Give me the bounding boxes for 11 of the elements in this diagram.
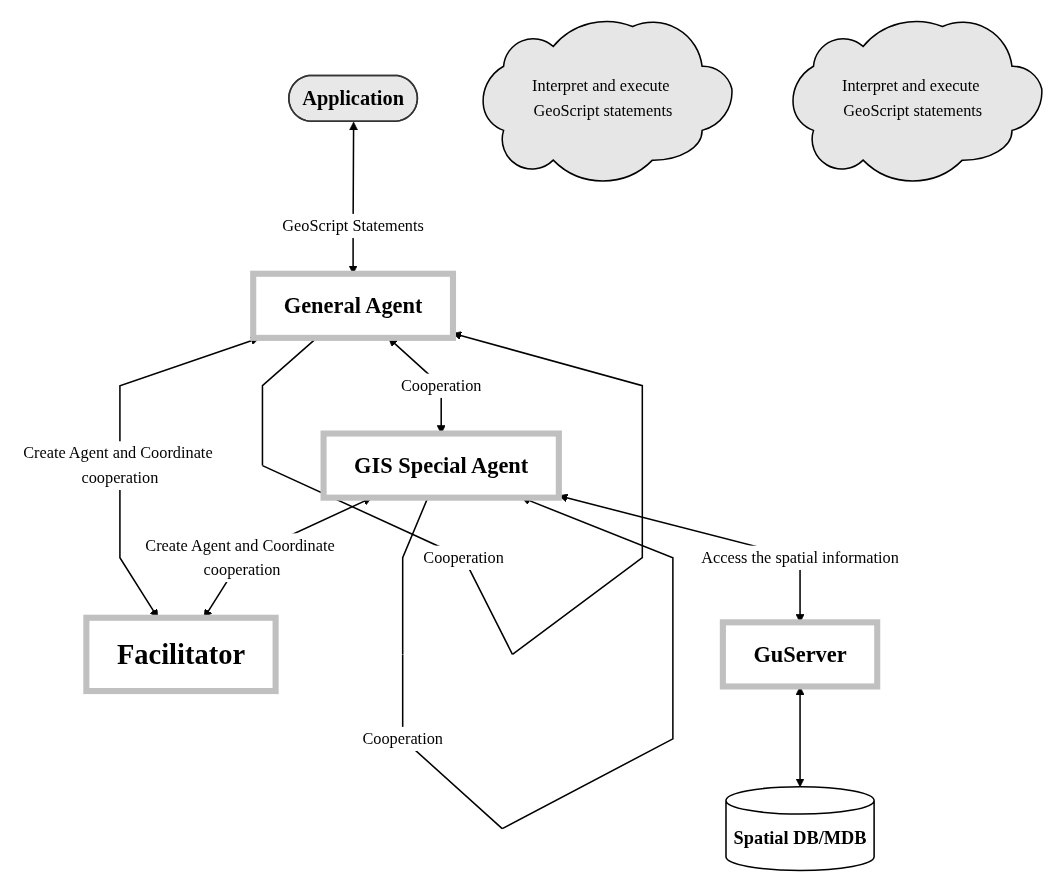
edge-label: Cooperation bbox=[423, 548, 504, 566]
node-box: Facilitator bbox=[83, 614, 279, 694]
edge-label: Cooperation bbox=[400, 376, 482, 394]
edge-label: GeoScript Statements bbox=[282, 216, 424, 234]
edge-label: Access the spatial information bbox=[701, 548, 899, 566]
node-box: GIS Special Agent bbox=[320, 430, 562, 501]
edge-label: Create Agent and Coordinate cooperation bbox=[145, 535, 335, 578]
edge-label: Cooperation bbox=[362, 729, 443, 747]
edge-label: Create Agent and Coordinate cooperation bbox=[23, 443, 213, 486]
node-box: General Agent bbox=[250, 270, 457, 341]
node-box: GuServer bbox=[719, 618, 881, 689]
